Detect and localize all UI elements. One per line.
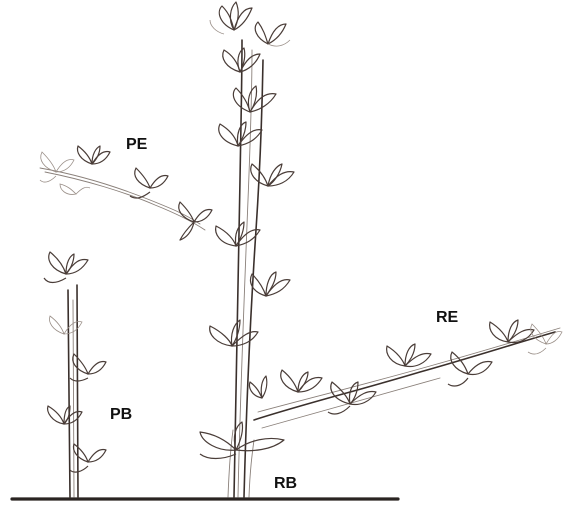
label-pb: PB bbox=[110, 406, 132, 423]
leaf-cluster bbox=[281, 370, 322, 392]
central-stems bbox=[228, 40, 263, 497]
leaf-cluster bbox=[490, 320, 534, 343]
leaf-cluster bbox=[70, 354, 106, 381]
label-rb: RB bbox=[274, 475, 297, 492]
label-re: RE bbox=[436, 309, 459, 326]
leaf-cluster bbox=[130, 168, 168, 198]
leaf-cluster bbox=[251, 272, 290, 296]
leaf-cluster bbox=[216, 222, 260, 246]
label-pe: PE bbox=[126, 136, 148, 153]
leaf-cluster bbox=[78, 146, 110, 164]
pb-stems bbox=[68, 285, 78, 497]
leaf-cluster bbox=[251, 164, 294, 186]
leaf-cluster bbox=[233, 86, 276, 112]
leaf-cluster bbox=[70, 444, 106, 472]
leaf-cluster bbox=[250, 376, 267, 398]
leaf-cluster bbox=[60, 184, 90, 194]
leaf-cluster bbox=[44, 252, 88, 283]
leaf-cluster bbox=[255, 22, 290, 46]
pe-branch-stems bbox=[40, 168, 205, 230]
leaf-cluster bbox=[200, 422, 284, 459]
leaf-cluster bbox=[387, 344, 431, 367]
leaf-clusters bbox=[40, 2, 562, 472]
leaf-cluster bbox=[210, 2, 252, 34]
